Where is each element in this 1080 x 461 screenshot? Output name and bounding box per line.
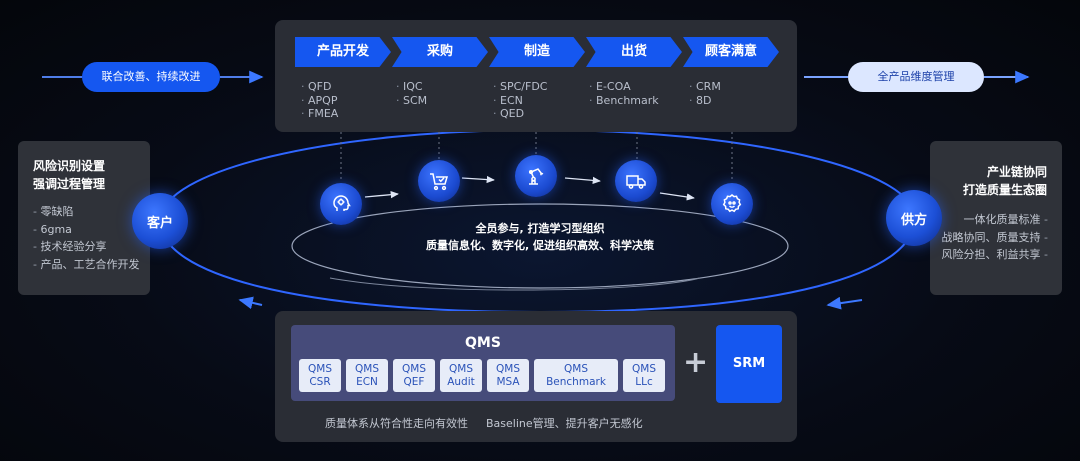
list-item: 零缺陷	[33, 203, 139, 221]
list-item: 战略协同、质量支持	[942, 229, 1048, 247]
flow-arrow-1	[364, 191, 399, 199]
center-line: 质量信息化、数字化, 促进组织高效、科学决策	[425, 239, 654, 252]
stage-manufacturing: 制造	[489, 37, 585, 67]
module-line: QEF	[403, 375, 425, 388]
center-line: 全员参与, 打造学习型组织	[475, 222, 605, 235]
module-line: QMS	[632, 362, 656, 375]
module-line: LLc	[635, 375, 653, 388]
module-line: Benchmark	[546, 375, 606, 388]
stage-item: QED	[493, 107, 547, 121]
stage-shipping: 出货	[586, 37, 682, 67]
supplier-side-panel: 产业链协同 打造质量生态圈 一体化质量标准 战略协同、质量支持 风险分担、利益共…	[930, 141, 1062, 295]
customer-side-panel: 风险识别设置 强调过程管理 零缺陷 6gma 技术经验分享 产品、工艺合作开发	[18, 141, 150, 295]
qms-modules: QMS CSR QMS ECN QMS QEF QMS Audit QMS	[299, 359, 670, 392]
continuous-improvement-pill: 联合改善、持续改进	[82, 62, 220, 92]
stage-item: QFD	[301, 80, 338, 94]
qms-module-llc: QMS LLc	[623, 359, 665, 392]
truck-icon	[615, 160, 657, 202]
stage-item: 8D	[689, 94, 721, 108]
process-stages-panel: 产品开发 采购 制造 出货 顾客满意 QFD APQP FMEA IQC SCM…	[275, 20, 797, 132]
cart-check-icon	[418, 160, 460, 202]
stage-items-product-development: QFD APQP FMEA	[301, 80, 338, 121]
qms-module-ecn: QMS ECN	[346, 359, 388, 392]
qms-module-benchmark: QMS Benchmark	[534, 359, 618, 392]
flow-arrow-3	[564, 176, 601, 185]
stage-item: SCM	[396, 94, 427, 108]
stage-item: E-COA	[589, 80, 659, 94]
module-line: QMS	[564, 362, 588, 375]
inner-loop	[291, 203, 789, 289]
customer-title-line: 风险识别设置	[33, 159, 106, 173]
module-line: ECN	[356, 375, 378, 388]
list-item: 一体化质量标准	[942, 211, 1048, 229]
stage-item: CRM	[689, 80, 721, 94]
list-item: 风险分担、利益共享	[942, 246, 1048, 264]
stage-drop-lines	[340, 132, 733, 182]
stage-customer-satisfaction: 顾客满意	[683, 37, 779, 67]
stage-items-manufacturing: SPC/FDC ECN QED	[493, 80, 547, 121]
module-line: QMS	[355, 362, 379, 375]
stage-item: IQC	[396, 80, 427, 94]
stage-procurement: 采购	[392, 37, 488, 67]
stage-items-shipping: E-COA Benchmark	[589, 80, 659, 107]
stage-item: FMEA	[301, 107, 338, 121]
flow-arrow-2	[461, 175, 495, 184]
supplier-node: 供方	[886, 190, 942, 246]
qms-title: QMS	[465, 335, 501, 351]
brain-gear-icon	[320, 183, 362, 225]
stage-items-customer-satisfaction: CRM 8D	[689, 80, 721, 107]
list-item: 产品、工艺合作开发	[33, 256, 139, 274]
customer-panel-title: 风险识别设置 强调过程管理	[33, 157, 105, 193]
caption-left: 质量体系从符合性走向有效性	[325, 417, 468, 430]
list-item: 技术经验分享	[33, 238, 139, 256]
stage-items-procurement: IQC SCM	[396, 80, 427, 107]
qms-module-qef: QMS QEF	[393, 359, 435, 392]
qms-module-audit: QMS Audit	[440, 359, 482, 392]
inner-loop-lower	[329, 277, 701, 291]
qms-module-csr: QMS CSR	[299, 359, 341, 392]
plus-icon: +	[683, 345, 709, 380]
outer-arrow-left	[238, 296, 263, 310]
badge-icon	[711, 183, 753, 225]
module-line: QMS	[402, 362, 426, 375]
customer-title-line: 强调过程管理	[33, 177, 106, 191]
supplier-title-line: 产业链协同	[986, 165, 1047, 179]
stage-item: ECN	[493, 94, 547, 108]
supplier-panel-title: 产业链协同 打造质量生态圈	[963, 163, 1047, 199]
outer-arrow-right	[826, 296, 863, 310]
qms-panel: QMS QMS CSR QMS ECN QMS QEF QMS Audit	[275, 311, 797, 442]
robot-arm-icon	[515, 155, 557, 197]
stage-item: APQP	[301, 94, 338, 108]
module-line: QMS	[308, 362, 332, 375]
center-message: 全员参与, 打造学习型组织 质量信息化、数字化, 促进组织高效、科学决策	[400, 220, 680, 254]
flow-arrow-4	[659, 192, 695, 201]
module-line: CSR	[309, 375, 331, 388]
module-line: QMS	[449, 362, 473, 375]
stage-chevrons: 产品开发 采购 制造 出货 顾客满意	[295, 37, 780, 67]
module-line: QMS	[496, 362, 520, 375]
product-dimension-pill: 全产品维度管理	[848, 62, 984, 92]
module-line: MSA	[496, 375, 520, 388]
stage-item: Benchmark	[589, 94, 659, 108]
stage-product-development: 产品开发	[295, 37, 391, 67]
customer-panel-list: 零缺陷 6gma 技术经验分享 产品、工艺合作开发	[33, 203, 139, 273]
customer-node: 客户	[132, 193, 188, 249]
list-item: 6gma	[33, 221, 139, 239]
stage-item: SPC/FDC	[493, 80, 547, 94]
supplier-panel-list: 一体化质量标准 战略协同、质量支持 风险分担、利益共享	[942, 211, 1048, 264]
srm-box: SRM	[716, 325, 782, 403]
qms-box: QMS QMS CSR QMS ECN QMS QEF QMS Audit	[291, 325, 675, 401]
module-line: Audit	[447, 375, 475, 388]
supplier-title-line: 打造质量生态圈	[962, 183, 1047, 197]
qms-module-msa: QMS MSA	[487, 359, 529, 392]
caption-right: Baseline管理、提升客户无感化	[486, 417, 643, 430]
